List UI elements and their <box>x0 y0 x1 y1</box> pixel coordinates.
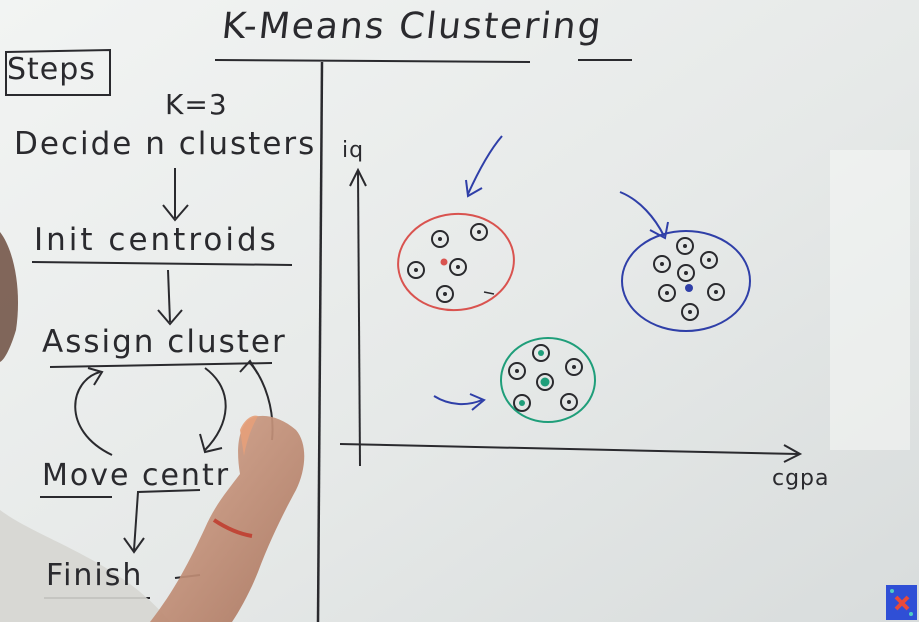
step-move-centroids: Move centr <box>42 458 231 493</box>
y-axis <box>349 167 367 467</box>
y-axis-label: iq <box>342 138 365 163</box>
step-assign-cluster: Assign cluster <box>42 324 287 360</box>
centroid-arrow-icon <box>433 393 486 411</box>
logo-mark <box>886 585 917 620</box>
wrist-band <box>212 518 253 538</box>
cycle-arrow-icon <box>74 359 274 456</box>
x-axis <box>339 443 803 463</box>
title-underline <box>214 59 531 63</box>
centroid-arrow-icon <box>619 191 669 240</box>
flow-arrow-down-icon <box>162 168 189 222</box>
k-value: K=3 <box>165 88 228 121</box>
init-underline <box>31 261 293 266</box>
red-cluster <box>397 212 515 312</box>
presenter-hand <box>150 415 305 622</box>
steps-box <box>5 48 111 96</box>
step-finish: Finish <box>46 558 144 593</box>
glare <box>830 150 910 450</box>
assign-underline <box>49 362 273 368</box>
page-title: K-Means Clustering <box>219 6 605 47</box>
flow-arrow-down-icon <box>157 269 183 326</box>
centroid-arrow-icon <box>465 135 503 198</box>
x-axis-label: cgpa <box>772 466 830 491</box>
presenter-sleeve <box>0 510 170 622</box>
presenter-shoulder <box>0 232 19 362</box>
blue-centroid <box>685 284 693 292</box>
red-centroid <box>440 258 448 266</box>
logo-icon[interactable] <box>886 585 917 620</box>
step-init-centroids: Init centroids <box>34 222 279 258</box>
blue-cluster <box>621 230 751 332</box>
steps-label: Steps <box>7 52 96 87</box>
flow-arrow-down-icon <box>123 489 201 554</box>
divider-line <box>316 61 324 622</box>
marker-tip <box>240 415 258 456</box>
green-cluster <box>500 337 596 423</box>
step-decide-clusters: Decide n clusters <box>14 126 317 162</box>
